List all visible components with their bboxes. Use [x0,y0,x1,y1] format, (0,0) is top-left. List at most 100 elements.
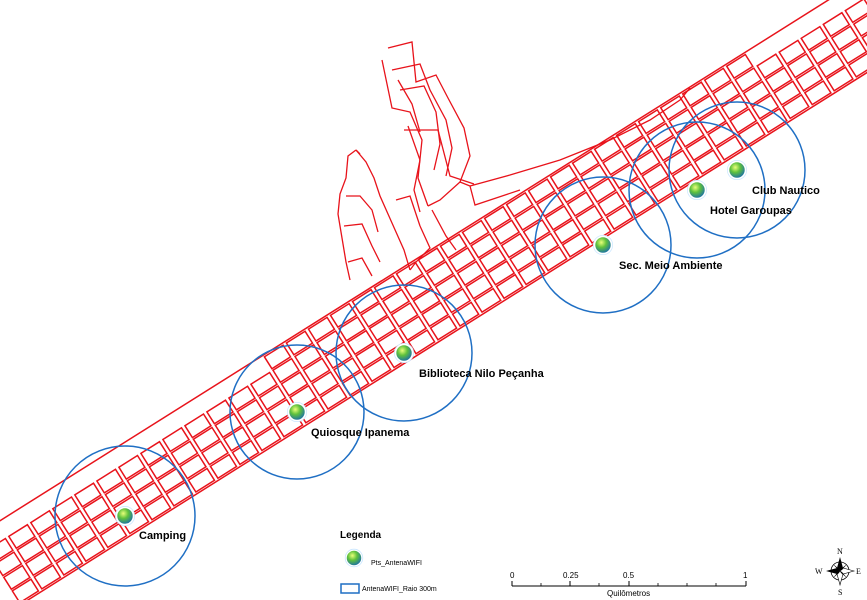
antenna-point-biblioteca[interactable] [394,343,414,363]
city-block [703,67,732,93]
city-block [566,191,595,217]
city-block [337,316,367,342]
city-block [434,274,463,300]
antenna-point-club[interactable] [727,160,747,180]
north-label-e: E [856,567,861,576]
city-block [329,302,358,329]
city-block [258,384,287,411]
legend-buffer-label: AntenaWIFI_Raio 300m [362,586,437,593]
city-block [690,94,719,121]
antenna-buffers [54,101,806,587]
city-block [398,315,428,342]
city-block [236,398,265,425]
city-block [148,454,177,480]
antenna-point-quiosque[interactable] [287,402,307,422]
city-block [588,177,617,204]
city-block [222,426,252,452]
city-block [500,232,529,259]
city-block [470,233,499,259]
label-biblioteca: Biblioteca Nilo Peçanha [419,368,545,380]
buffer-camping [54,445,196,587]
city-block [244,412,274,439]
antenna-point-camping[interactable] [115,506,135,526]
city-block [104,481,133,508]
city-block [11,578,40,600]
scale-tick-025: 0.25 [563,571,579,580]
beach-edge [26,71,867,600]
north-arrow-icon: N S E W [815,547,861,597]
antenna-point-hotel[interactable] [687,180,707,200]
city-block [483,205,512,232]
city-block [227,385,257,411]
city-block [332,357,362,383]
city-block [209,453,238,480]
city-block [825,66,854,92]
city-block [492,219,521,245]
city-block [324,343,353,370]
city-block [737,121,766,148]
city-block [844,0,867,24]
city-block [307,316,336,343]
legend-title: Legenda [340,530,382,541]
city-block [253,425,282,452]
city-block [681,81,710,107]
city-block [729,107,758,134]
scale-bar: 0 0.25 0.5 1 Quilômetros [510,571,748,598]
city-block [852,14,867,38]
city-block [646,122,675,149]
label-camping: Camping [139,530,186,542]
city-block [773,80,802,106]
city-block [553,218,582,245]
city-block [443,287,472,314]
city-block [602,150,631,176]
city-block [363,356,392,383]
north-label-w: W [815,567,823,576]
city-block [605,204,634,231]
city-block [593,136,622,163]
city-block [514,205,543,232]
city-block [509,246,538,272]
city-block [549,164,578,190]
city-block [82,495,111,522]
north-label-s: S [838,588,842,597]
city-block [615,122,644,149]
city-block [803,79,832,106]
city-block [712,80,741,107]
city-block [624,136,653,162]
city-block [649,176,678,203]
antenna-points [115,160,747,526]
city-block [126,467,155,494]
buffer-biblioteca [335,284,473,422]
city-block [421,301,450,328]
city-block [214,412,243,439]
city-block [610,163,639,190]
scale-tick-0: 0 [510,571,515,580]
city-block [659,94,688,121]
city-block [7,523,36,550]
city-block [561,232,590,258]
city-block [830,25,859,51]
city-block [302,357,331,383]
city-block [473,287,502,314]
city-block [795,66,824,93]
city-block [200,440,230,466]
label-hotel: Hotel Garoupas [710,205,792,217]
city-block [170,440,199,466]
buffer-quiosque [229,344,365,480]
antenna-point-sec[interactable] [593,235,613,255]
city-block [451,301,480,328]
city-block [861,33,867,47]
city-block [663,149,692,176]
city-block [60,509,89,536]
city-block [205,399,235,425]
city-block [395,261,424,287]
city-block [580,163,609,190]
city-block [725,53,754,80]
city-block [539,246,568,272]
city-block [359,302,389,328]
city-block [715,135,744,161]
city-block [29,509,58,536]
city-block [671,163,700,189]
city-block [77,536,106,563]
